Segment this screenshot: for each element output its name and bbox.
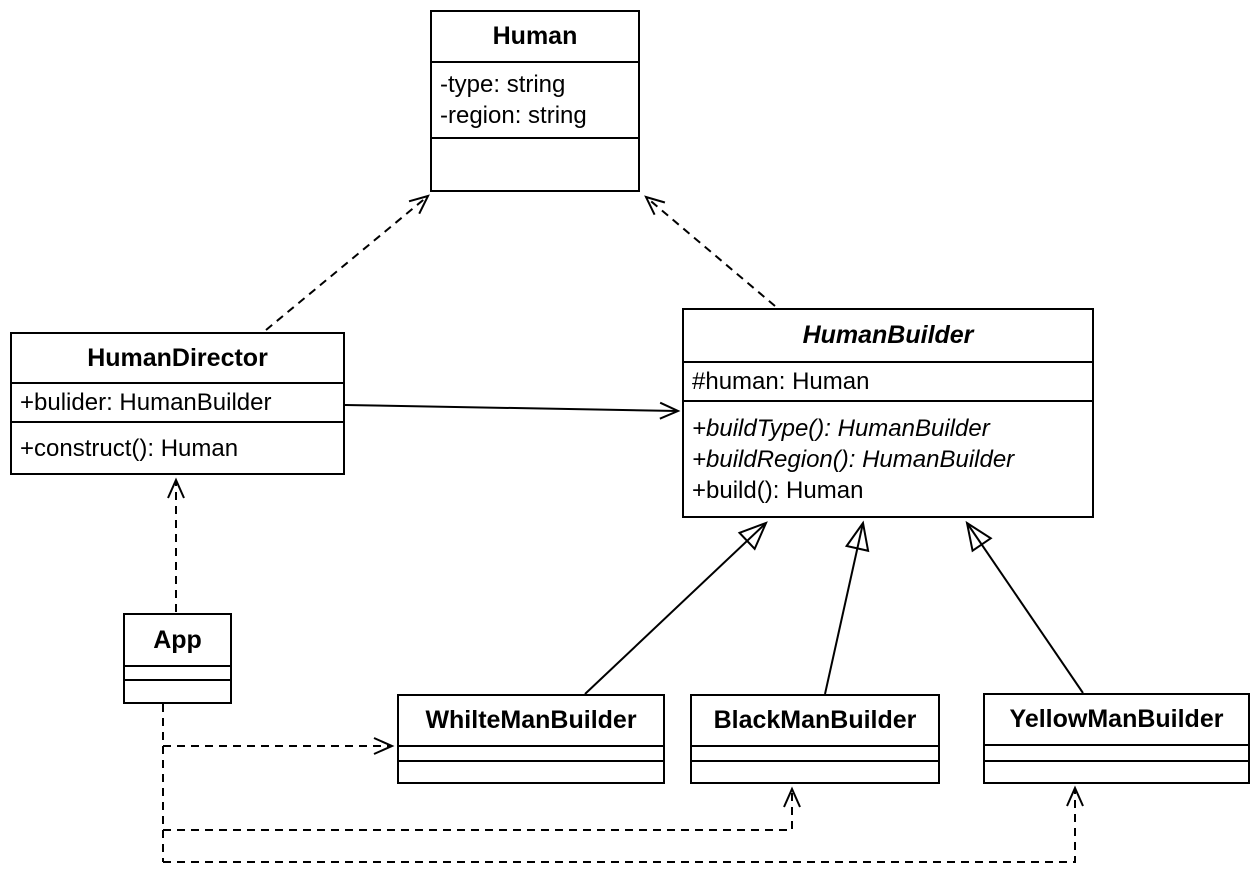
attribute-line: #human: Human — [692, 368, 870, 395]
class-methods-blackmanbuilder — [692, 760, 938, 782]
dependency-arrow-humanbuilder-to-human — [644, 195, 776, 307]
class-attributes-humanbuilder: #human: Human — [684, 363, 1092, 400]
class-methods-app — [125, 679, 230, 702]
class-methods-humandirector: +construct(): Human — [12, 421, 343, 473]
class-methods-whiltemanbuilder — [399, 760, 663, 782]
attribute-line: -region: string — [440, 102, 587, 129]
class-title-humanbuilder: HumanBuilder — [684, 310, 1092, 363]
class-title-blackmanbuilder: BlackManBuilder — [692, 696, 938, 747]
method-line: +buildType(): HumanBuilder — [692, 414, 990, 442]
dependency-arrow-humandirector-to-human — [265, 194, 430, 331]
generalization-arrow-blackmanbuilder-to-humanbuilder — [824, 520, 870, 695]
class-box-whiltemanbuilder: WhilteManBuilder — [397, 694, 665, 784]
generalization-arrow-yellowmanbuilder-to-humanbuilder — [965, 520, 1084, 694]
attribute-line: -type: string — [440, 71, 566, 98]
dependency-arrow-app-to-yellowmanbuilder — [163, 785, 1084, 863]
class-box-humanbuilder: HumanBuilder #human: Human +buildType():… — [682, 308, 1094, 518]
method-line: +build(): Human — [692, 476, 864, 504]
class-title-yellowmanbuilder: YellowManBuilder — [985, 695, 1248, 746]
class-attributes-blackmanbuilder — [692, 747, 938, 760]
class-box-humandirector: HumanDirector +bulider: HumanBuilder +co… — [10, 332, 345, 475]
class-methods-humanbuilder: +buildType(): HumanBuilder +buildRegion(… — [684, 400, 1092, 516]
class-attributes-human: -type: string -region: string — [432, 63, 638, 137]
method-line: +buildRegion(): HumanBuilder — [692, 445, 1015, 473]
dependency-arrow-app-to-blackmanbuilder — [163, 786, 801, 831]
class-title-app: App — [125, 615, 230, 667]
class-methods-human — [432, 137, 638, 190]
class-attributes-whiltemanbuilder — [399, 747, 663, 760]
class-box-human: Human -type: string -region: string — [430, 10, 640, 192]
class-box-blackmanbuilder: BlackManBuilder — [690, 694, 940, 784]
class-attributes-humandirector: +bulider: HumanBuilder — [12, 384, 343, 421]
class-attributes-app — [125, 667, 230, 679]
class-box-app: App — [123, 613, 232, 704]
class-methods-yellowmanbuilder — [985, 760, 1248, 782]
method-line: +construct(): Human — [20, 434, 239, 462]
class-box-yellowmanbuilder: YellowManBuilder — [983, 693, 1250, 784]
class-title-humandirector: HumanDirector — [12, 334, 343, 384]
class-title-whiltemanbuilder: WhilteManBuilder — [399, 696, 663, 747]
generalization-arrow-whiltemanbuilder-to-humanbuilder — [584, 521, 768, 695]
attribute-line: +bulider: HumanBuilder — [20, 389, 272, 416]
association-arrow-humandirector-to-humanbuilder — [344, 401, 681, 420]
class-attributes-yellowmanbuilder — [985, 746, 1248, 760]
class-title-human: Human — [432, 12, 638, 63]
